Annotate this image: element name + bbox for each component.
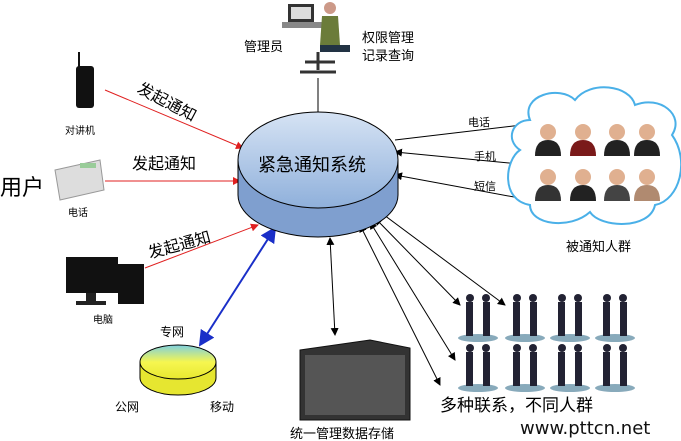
business-groups bbox=[458, 294, 635, 392]
person-icon bbox=[604, 124, 630, 156]
person-icon bbox=[634, 169, 660, 201]
telephone-label: 电话 bbox=[68, 208, 88, 219]
walkie-talkie-label: 对讲机 bbox=[65, 126, 95, 137]
server-rack-icon bbox=[299, 339, 411, 421]
computer-icon bbox=[66, 257, 144, 305]
core-system-label: 紧急通知系统 bbox=[258, 155, 366, 176]
network-public: 公网 bbox=[115, 400, 140, 414]
business-group-icon bbox=[505, 294, 545, 342]
person-icon bbox=[634, 124, 660, 156]
business-group-icon bbox=[595, 344, 635, 392]
walkie-talkie-icon bbox=[76, 52, 94, 108]
groups-label: 多种联系，不同人群 bbox=[440, 396, 593, 416]
business-group-icon bbox=[595, 294, 635, 342]
business-group-icon bbox=[458, 294, 498, 342]
admin-label: 管理员 bbox=[244, 40, 284, 55]
admin-functions-2: 记录查询 bbox=[362, 49, 415, 64]
watermark: www.pttcn.net bbox=[520, 418, 651, 439]
admin-functions-1: 权限管理 bbox=[362, 31, 415, 46]
storage-label: 统一管理数据存储 bbox=[290, 427, 395, 441]
network-mobile: 移动 bbox=[210, 400, 235, 414]
person-icon bbox=[570, 169, 596, 201]
network-private: 专网 bbox=[160, 325, 185, 339]
channel-mobile: 手机 bbox=[474, 150, 496, 163]
admin-icon bbox=[282, 2, 350, 74]
recipients-label: 被通知人群 bbox=[566, 240, 632, 255]
business-group-icon bbox=[458, 344, 498, 392]
business-group-icon bbox=[505, 344, 545, 392]
business-group-icon bbox=[550, 294, 590, 342]
person-icon bbox=[535, 169, 561, 201]
user-label: 用户 bbox=[0, 176, 45, 201]
channel-sms: 短信 bbox=[474, 180, 496, 193]
person-icon bbox=[604, 169, 630, 201]
computer-label: 电脑 bbox=[93, 315, 113, 326]
telephone-icon bbox=[54, 159, 105, 201]
network-cylinder bbox=[139, 344, 217, 396]
person-icon bbox=[535, 124, 561, 156]
business-group-icon bbox=[550, 344, 590, 392]
recipient-people bbox=[535, 124, 660, 201]
channel-phone: 电话 bbox=[468, 116, 490, 129]
person-icon bbox=[570, 124, 596, 156]
core-system-cylinder bbox=[237, 111, 399, 238]
initiate-label-2: 发起通知 bbox=[132, 154, 197, 173]
channel-arrows bbox=[198, 120, 531, 386]
